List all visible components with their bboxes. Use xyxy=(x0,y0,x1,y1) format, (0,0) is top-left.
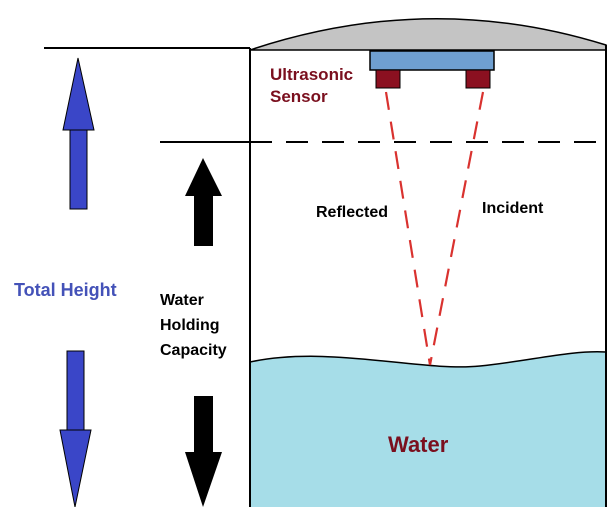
sensor-label-line1: Ultrasonic xyxy=(270,65,353,84)
incident-beam xyxy=(428,91,485,366)
sensor-label-line2: Sensor xyxy=(270,87,328,106)
ultrasonic-sensor-icon xyxy=(369,50,495,89)
up-arrow-icon xyxy=(185,158,222,246)
water-surface xyxy=(249,351,607,368)
water-capacity-label-line2: Holding xyxy=(160,317,220,334)
up-arrow-icon xyxy=(62,57,95,210)
incident-label: Incident xyxy=(482,200,544,217)
water-capacity-label-line3: Capacity xyxy=(160,342,227,359)
down-arrow-icon xyxy=(59,350,92,508)
water-body xyxy=(250,351,606,507)
reflected-beam xyxy=(384,91,432,366)
reflected-label: Reflected xyxy=(316,204,388,221)
down-arrow-icon xyxy=(185,396,222,507)
total-height-label: Total Height xyxy=(14,280,117,300)
water-label: Water xyxy=(388,432,449,457)
water-capacity-label-line1: Water xyxy=(160,292,204,309)
tank-dome xyxy=(249,18,607,51)
